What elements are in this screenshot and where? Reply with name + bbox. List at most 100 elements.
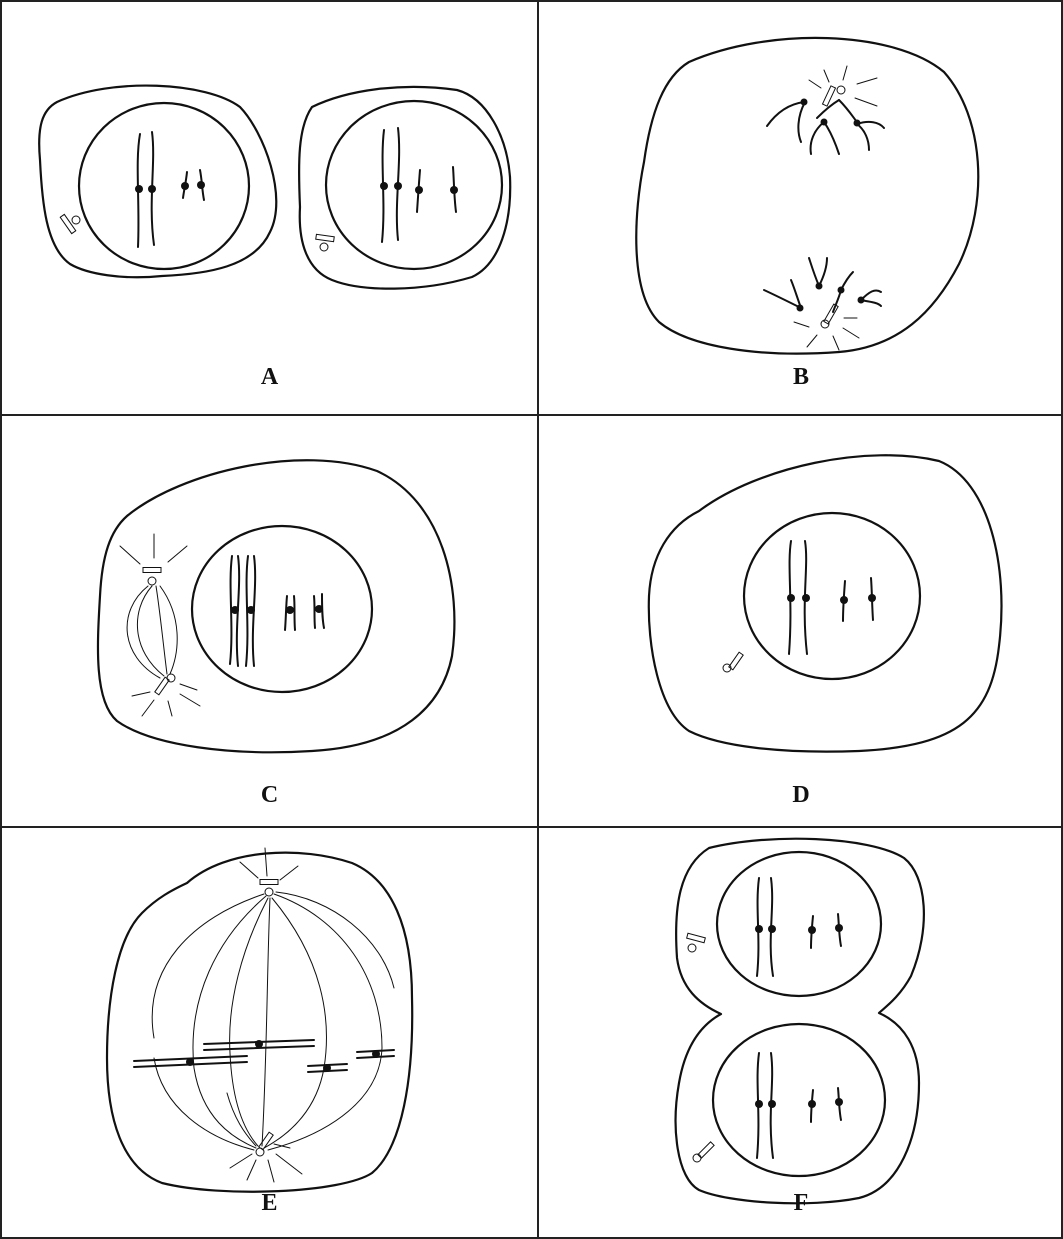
centrosome-icon (692, 1153, 702, 1163)
centromere (380, 182, 388, 190)
centromere (323, 1064, 331, 1072)
spindle-fiber (263, 897, 327, 1149)
nucleus (742, 511, 922, 681)
centromere (394, 182, 402, 190)
centriole-icon (142, 567, 162, 573)
spindle-fiber (151, 893, 265, 1039)
spindle-fiber (192, 895, 267, 1149)
spindle-pole-upper (239, 847, 299, 897)
centriole-icon (259, 879, 279, 885)
nucleus (711, 1022, 887, 1178)
centromere (181, 182, 189, 190)
chromosome (229, 555, 233, 665)
spindle-fiber (155, 585, 168, 675)
spindle-fiber (159, 585, 178, 675)
chromosome (808, 257, 820, 287)
centromere (450, 186, 458, 194)
centromere (868, 594, 876, 602)
centromere (286, 606, 294, 614)
spindle-fiber (275, 891, 395, 989)
centriole-icon (59, 213, 77, 235)
cell-membrane (96, 459, 456, 754)
centriole-icon (823, 303, 839, 325)
panel-c: C (2, 416, 539, 828)
centromere (840, 596, 848, 604)
chromosome (136, 133, 141, 248)
chromosome (313, 595, 316, 629)
centrosome-icon (71, 215, 81, 225)
chromosome (816, 99, 840, 119)
chromosome (235, 555, 241, 667)
centrosome-icon (147, 576, 157, 586)
chromosome (803, 540, 808, 655)
cell-membrane (297, 85, 512, 290)
spindle-pole-upper (766, 65, 885, 155)
panel-a-drawing (38, 84, 512, 290)
panel-label: F (793, 1190, 809, 1216)
centriole-icon (697, 1141, 715, 1159)
chromosome (284, 595, 288, 631)
centrosome-icon (687, 943, 697, 953)
chromosome (788, 540, 792, 655)
panel-label: B (792, 364, 809, 390)
cell-membrane (635, 36, 980, 355)
centrosome-icon (166, 673, 176, 683)
panel-label: A (260, 364, 279, 390)
centrosome-icon (836, 85, 846, 95)
centriole-icon (686, 932, 706, 944)
chromosome (769, 1052, 774, 1159)
panel-e: E (2, 828, 539, 1237)
panel-c-drawing (96, 459, 456, 754)
centromere (808, 926, 816, 934)
panel-a: A (2, 2, 539, 416)
centromere (247, 606, 255, 614)
panel-f: F (539, 828, 1063, 1237)
spindle-pole-lower (229, 1131, 303, 1183)
centromere (755, 1100, 763, 1108)
centromere (255, 1040, 263, 1048)
centrosome-icon (722, 663, 732, 673)
chromosome (769, 877, 774, 977)
centriole-icon (315, 233, 335, 243)
chromosome (251, 555, 257, 667)
nucleus (190, 524, 374, 694)
spindle-fiber (136, 585, 165, 677)
spindle-pole-lower (131, 673, 201, 717)
cell-membrane (674, 837, 925, 1205)
chromosome (150, 131, 155, 246)
centrosome-icon (820, 319, 830, 329)
centromere (372, 1050, 380, 1058)
nucleus (715, 850, 883, 998)
panel-b-drawing (635, 36, 980, 355)
chromosome (756, 1052, 760, 1159)
centromere (197, 181, 205, 189)
panel-d-drawing (647, 454, 1003, 753)
panel-e-drawing (105, 847, 414, 1193)
centromere (808, 1100, 816, 1108)
centromere (820, 118, 828, 126)
panel-b: B (539, 2, 1063, 416)
panel-d: D (539, 416, 1063, 828)
centromere (755, 925, 763, 933)
centromere (837, 286, 845, 294)
chromosome (838, 99, 858, 123)
chromosome (856, 123, 870, 151)
spindle-pole-upper (119, 533, 188, 586)
centromere (768, 1100, 776, 1108)
panel-label: E (261, 1190, 278, 1216)
nucleus (77, 101, 251, 271)
chromosome (766, 101, 805, 127)
centromere (148, 185, 156, 193)
chromosome (823, 121, 840, 155)
centromere (853, 119, 861, 127)
spindle-fiber (229, 897, 269, 1147)
chromosome (797, 101, 806, 143)
panel-f-drawing (674, 837, 925, 1205)
chromosome (321, 593, 325, 629)
chromosome (809, 121, 825, 155)
chromosome (818, 257, 828, 287)
centromere (857, 296, 865, 304)
centromere (135, 185, 143, 193)
centromere (835, 924, 843, 932)
spindle-fiber (153, 1057, 255, 1151)
